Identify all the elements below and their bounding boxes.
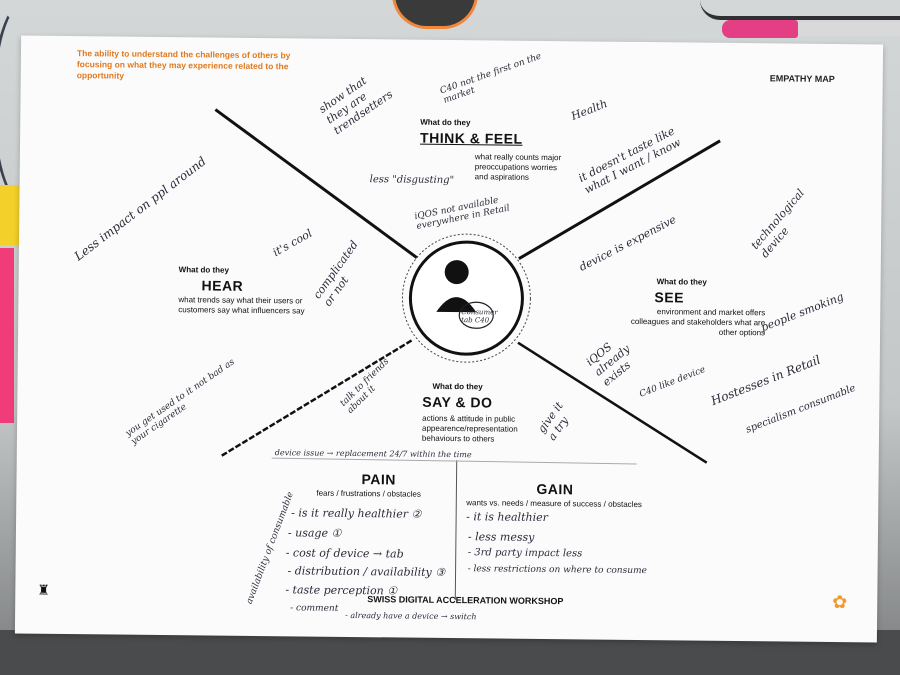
think-heading: THINK & FEEL [420,129,523,147]
pain-note-1: - is it really healthier ② [291,506,422,521]
pain-note-4: - distribution / availability ③ [287,564,446,579]
tower-logo-icon: ♜ [37,581,50,598]
gain-note-1: - it is healthier [466,510,548,525]
cable-top [700,0,900,20]
say-question: What do they [432,381,483,392]
gain-note-3: - 3rd party impact less [467,547,583,560]
gain-desc: wants vs. needs / measure of success / o… [466,498,642,510]
think-desc: what really counts major preoccupations … [474,152,562,182]
pain-desc: fears / frustrations / obstacles [316,488,421,499]
note-disgusting: less "disgusting" [369,174,455,187]
see-desc: environment and market offers colleagues… [630,307,766,338]
pain-note-3: - cost of device → tab [285,546,404,561]
say-heading: SAY & DO [422,393,493,411]
sticky-note-yellow [0,185,20,245]
gain-note-4: - less restrictions on where to consume [467,564,647,577]
marker-pen [722,18,900,40]
empathy-map-sheet: The ability to understand the challenges… [14,35,884,643]
see-heading: SEE [654,289,685,306]
workshop-title: SWISS DIGITAL ACCELERATION WORKSHOP [367,594,564,607]
leaf-logo-icon: ✿ [832,592,848,613]
hear-desc: what trends say what their users or cust… [178,295,305,316]
hear-question: What do they [178,265,229,275]
pain-heading: PAIN [361,471,397,488]
gain-note-2: - less messy [467,530,535,544]
pain-note-7: - already have a device → switch [345,610,477,622]
gain-heading: GAIN [536,480,574,498]
say-desc: actions & attitude in public appearence/… [421,413,518,444]
pain-note-6: - comment [290,603,339,614]
center-note: Consumer tab C40 [461,308,498,325]
see-question: What do they [656,277,707,287]
think-question: What do they [420,117,471,128]
hear-heading: HEAR [201,277,244,294]
map-lines [214,108,721,601]
pain-note-2: - usage ① [287,526,342,540]
sticky-note-pink [0,248,14,423]
